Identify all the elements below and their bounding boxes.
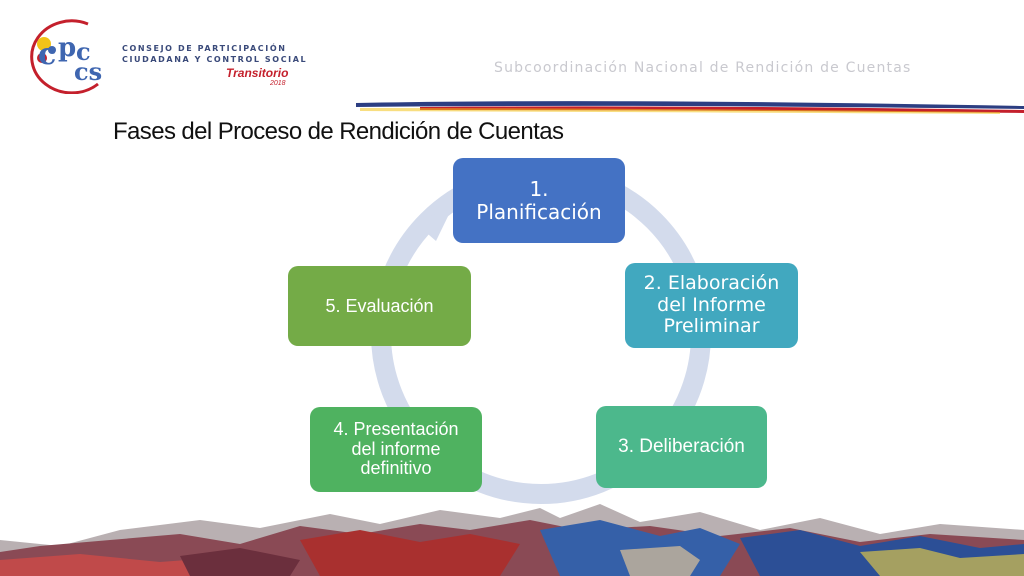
phase-3-line-1: 3. Deliberación [618,436,745,458]
phase-4-line-2: del informe [351,438,441,459]
slide-title: Fases del Proceso de Rendición de Cuenta… [113,118,564,145]
header-stripe [356,101,1024,114]
cycle-arrowhead [414,208,452,241]
phase-4-line-3: definitivo [360,458,432,479]
svg-text:c: c [38,37,56,72]
footer-decoration [0,504,1024,576]
phase-2-line-2: del Informe [657,293,766,316]
logo-transitorio: Transitorio [226,66,289,80]
phase-4-line-1: 4. Presentación [333,418,459,439]
phase-1-planificacion: 1.Planificación [453,158,625,243]
phase-2-line-1: 2. Elaboración [643,271,780,294]
logo-year: 2018 [270,80,286,87]
logo-line-1: CONSEJO DE PARTICIPACIÓN [122,44,287,53]
svg-text:c: c [76,37,91,66]
phase-2-line-3: Preliminar [663,315,760,338]
header-subtitle: Subcoordinación Nacional de Rendición de… [494,60,912,76]
phase-5-evaluacion: 5. Evaluación [288,266,471,346]
phase-3-deliberacion: 3. Deliberación [596,406,767,488]
cpccs-logo-icon: c p c cs [30,19,102,94]
phase-5-line-1: 5. Evaluación [325,295,434,316]
svg-text:cs: cs [74,57,102,86]
phase-1-line-2: Planificación [476,199,602,224]
logo-line-2: CIUDADANA Y CONTROL SOCIAL [122,55,308,64]
phase-1-line-1: 1. [529,176,549,201]
svg-text:p: p [58,33,76,63]
cpccs-logo: c p c cs CONSEJO DE PARTICIPACIÓN CIUDAD… [18,14,318,98]
